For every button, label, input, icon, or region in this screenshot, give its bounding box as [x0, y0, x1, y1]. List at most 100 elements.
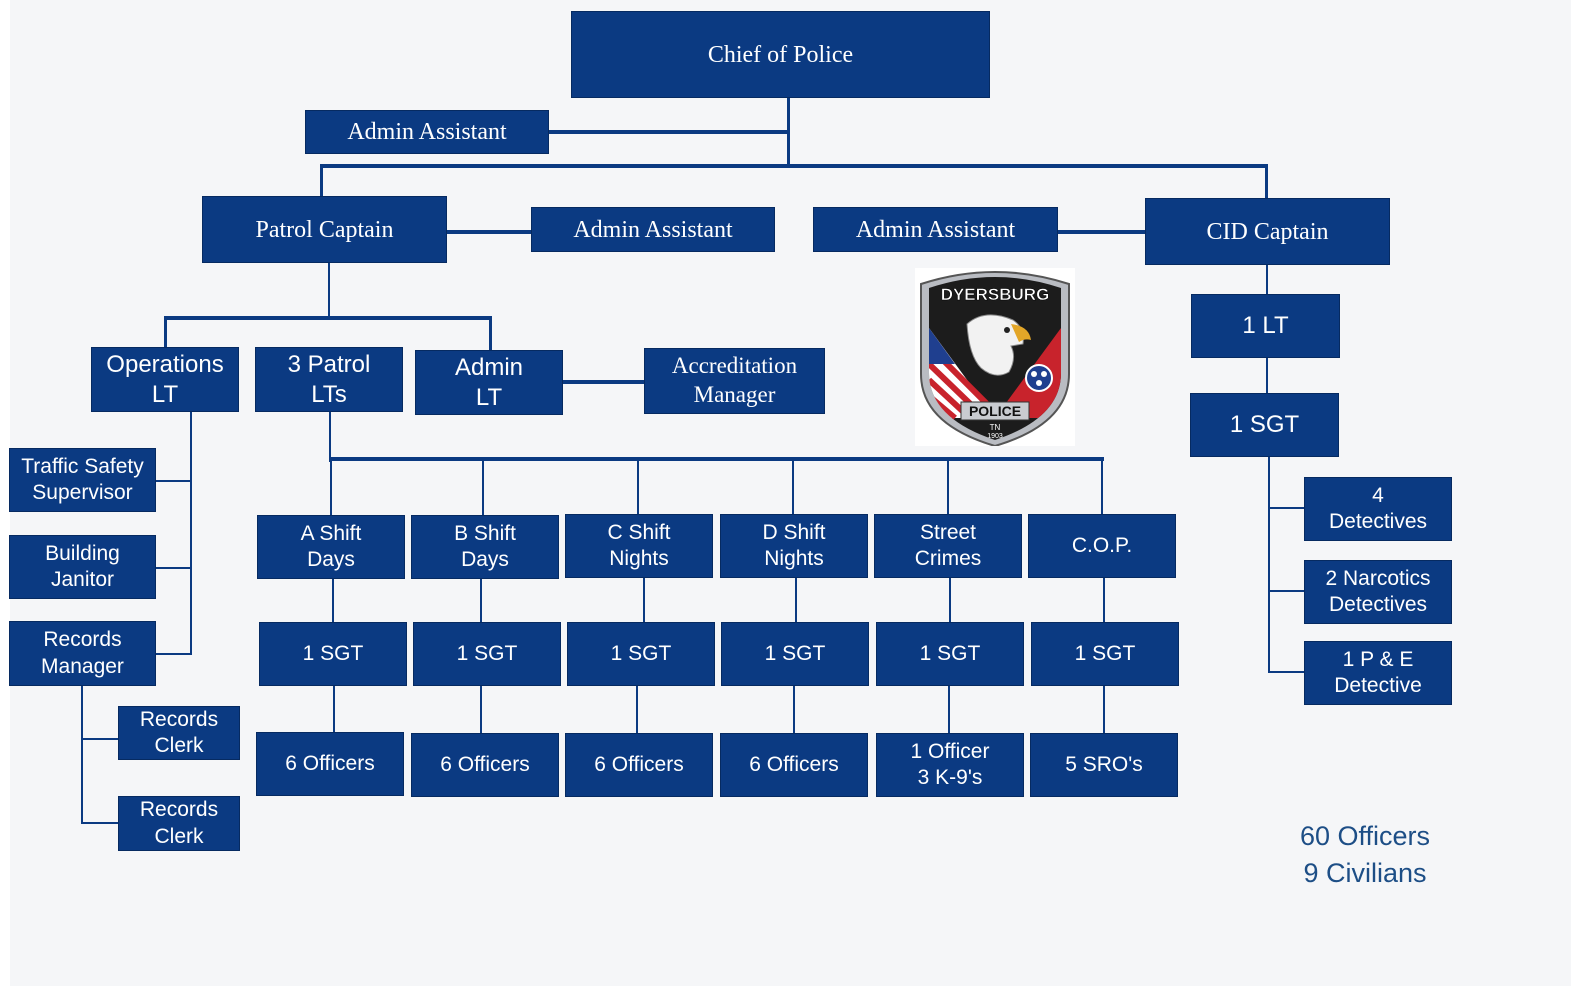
shift-staff-box: 1 Officer 3 K-9's: [876, 733, 1024, 797]
pe-detective-line-2: Detective: [1334, 674, 1422, 697]
badge-icon: DYERSBURG POLICE TN 1903: [920, 271, 1070, 448]
shift-sgt-label: 1 SGT: [1074, 641, 1136, 665]
shift-unit-line-2: Days: [307, 548, 355, 571]
connector-line: [320, 164, 1268, 168]
connector-line: [795, 577, 797, 623]
shift-unit-line-2: Nights: [609, 547, 669, 570]
building-janitor-line-2: Janitor: [50, 568, 115, 591]
connector-line: [333, 684, 335, 734]
connector-line: [155, 653, 192, 655]
chief-of-police-label: Chief of Police: [707, 41, 854, 68]
connector-line: [445, 230, 533, 234]
pe-detective-box: 1 P & E Detective: [1304, 641, 1452, 705]
shift-sgt-label: 1 SGT: [764, 641, 826, 665]
connector-line: [1103, 577, 1105, 623]
connector-line: [1266, 356, 1268, 394]
connector-line: [787, 97, 790, 167]
shift-sgt-box: 1 SGT: [721, 622, 869, 686]
narcotics-line-1: 2 Narcotics: [1325, 566, 1431, 590]
detectives-line-1: 4: [1372, 483, 1384, 507]
shift-staff-line-1: 6 Officers: [285, 751, 375, 775]
shift-sgt-label: 1 SGT: [610, 641, 672, 665]
staff-totals: 60 Officers 9 Civilians: [1285, 818, 1445, 892]
connector-line: [1056, 230, 1147, 234]
connector-line: [489, 316, 492, 352]
officers-total: 60 Officers: [1299, 821, 1431, 851]
shift-staff-line-1: 1 Officer: [910, 739, 990, 763]
shift-unit-line-1: B Shift: [454, 521, 516, 545]
pe-detective-line-1: 1 P & E: [1342, 647, 1414, 671]
connector-line: [332, 577, 334, 623]
building-janitor-line-1: Building: [45, 541, 120, 565]
shift-sgt-label: 1 SGT: [302, 641, 364, 665]
building-janitor-box: Building Janitor: [9, 535, 156, 599]
connector-line: [793, 684, 795, 734]
shift-unit-line-1: C.O.P.: [1071, 533, 1133, 557]
shift-sgt-box: 1 SGT: [1031, 622, 1179, 686]
shift-unit-box: D Shift Nights: [720, 514, 868, 578]
patrol-lts-line-2: LTs: [311, 380, 347, 408]
cid-captain-label: CID Captain: [1206, 218, 1329, 245]
connector-line: [562, 380, 646, 384]
accreditation-manager-line-2: Manager: [693, 382, 776, 407]
connector-line: [164, 316, 492, 320]
connector-line: [637, 459, 639, 516]
connector-line: [164, 316, 167, 349]
chief-of-police-box: Chief of Police: [571, 11, 990, 98]
admin-assistant-label: Admin Assistant: [347, 119, 507, 145]
badge-top-text: DYERSBURG: [941, 285, 1050, 304]
operations-lt-line-1: Operations: [106, 350, 224, 378]
badge-year-text: 1903: [987, 433, 1003, 440]
traffic-safety-line-1: Traffic Safety: [21, 454, 144, 478]
shift-sgt-box: 1 SGT: [259, 622, 407, 686]
records-clerk-line-2: Clerk: [154, 734, 204, 757]
badge-state-text: TN: [990, 423, 1001, 432]
connector-line: [1268, 507, 1306, 509]
shift-unit-line-2: Nights: [764, 547, 824, 570]
records-clerk-line-1: Records: [139, 798, 219, 822]
connector-line: [1103, 684, 1105, 734]
admin-assistant-cid-box: Admin Assistant: [813, 207, 1058, 252]
cid-sgt-box: 1 SGT: [1190, 393, 1339, 457]
connector-line: [1266, 264, 1268, 296]
records-manager-box: Records Manager: [9, 621, 156, 686]
cid-captain-box: CID Captain: [1145, 198, 1390, 265]
shift-staff-line-1: 6 Officers: [594, 752, 684, 776]
admin-assistant-label: Admin Assistant: [573, 216, 733, 243]
shift-sgt-label: 1 SGT: [456, 641, 518, 665]
connector-line: [1101, 459, 1103, 516]
connector-line: [548, 130, 788, 134]
shift-unit-box: C Shift Nights: [565, 514, 713, 578]
narcotics-line-2: Detectives: [1328, 593, 1428, 616]
patrol-lts-line-1: 3 Patrol: [287, 350, 371, 378]
connector-line: [329, 457, 1104, 461]
accreditation-manager-box: Accreditation Manager: [644, 348, 825, 414]
records-clerk-line-1: Records: [139, 707, 219, 731]
connector-line: [329, 411, 331, 462]
connector-line: [643, 577, 645, 623]
shift-unit-line-2: Days: [461, 548, 509, 571]
connector-line: [190, 411, 192, 655]
shift-staff-box: 6 Officers: [411, 733, 559, 797]
connector-line: [482, 459, 484, 516]
shift-staff-box: 6 Officers: [565, 733, 713, 797]
shift-staff-box: 6 Officers: [720, 733, 868, 797]
badge-banner-text: POLICE: [969, 403, 1021, 419]
connector-line: [949, 577, 951, 623]
cid-lt-label: 1 LT: [1242, 312, 1289, 339]
operations-lt-line-2: LT: [151, 380, 179, 408]
shift-sgt-box: 1 SGT: [876, 622, 1024, 686]
records-clerk-box: Records Clerk: [118, 706, 240, 760]
admin-assistant-patrol-box: Admin Assistant: [531, 207, 775, 252]
connector-line: [948, 684, 950, 734]
shift-unit-line-1: C Shift: [607, 520, 671, 544]
patrol-captain-box: Patrol Captain: [202, 196, 447, 263]
traffic-safety-supervisor-box: Traffic Safety Supervisor: [9, 448, 156, 512]
shift-sgt-label: 1 SGT: [919, 641, 981, 665]
shift-unit-line-1: D Shift: [762, 520, 826, 544]
cid-sgt-label: 1 SGT: [1229, 411, 1300, 438]
shift-staff-line-1: 6 Officers: [440, 752, 530, 776]
connector-line: [480, 577, 482, 623]
shift-unit-box: C.O.P.: [1028, 514, 1176, 578]
shift-unit-box: Street Crimes: [874, 514, 1022, 578]
